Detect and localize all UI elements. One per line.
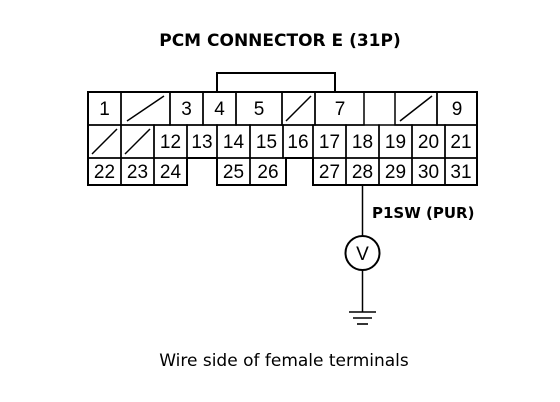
- pin-label-7: 7: [335, 99, 346, 120]
- pin-label-13: 13: [191, 132, 212, 153]
- diagram-title: PCM CONNECTOR E (31P): [159, 31, 401, 51]
- pin-label-23: 23: [127, 162, 148, 183]
- voltmeter-letter: V: [356, 244, 369, 265]
- pin-label-19: 19: [385, 132, 406, 153]
- pin-label-25: 25: [223, 162, 244, 183]
- pin-label-12: 12: [160, 132, 181, 153]
- empty-slot-slash: [91, 128, 118, 155]
- pin-label-4: 4: [214, 99, 225, 120]
- pin-label-24: 24: [160, 162, 182, 183]
- connector-cells: 1 3 4 5 7 9 12 13 14 15 16 17: [87, 91, 478, 186]
- pin-label-21: 21: [450, 132, 471, 153]
- pin-label-29: 29: [385, 162, 406, 183]
- pin-label-5: 5: [254, 99, 265, 120]
- empty-slot-slash: [285, 95, 312, 122]
- pin-label-16: 16: [287, 132, 308, 153]
- pin-label-22: 22: [94, 162, 115, 183]
- wire-label: P1SW (PUR): [372, 204, 474, 222]
- pin-label-20: 20: [418, 132, 439, 153]
- pin-cell-24: [153, 157, 188, 186]
- pin-label-15: 15: [256, 132, 277, 153]
- connector-latch: [216, 72, 336, 93]
- pin-label-18: 18: [352, 132, 373, 153]
- empty-slot-slash: [126, 95, 165, 122]
- pin-label-9: 9: [452, 99, 463, 120]
- pin-label-30: 30: [418, 162, 439, 183]
- pin-label-3: 3: [181, 99, 192, 120]
- pin-label-27: 27: [319, 162, 340, 183]
- empty-slot-slash: [399, 95, 433, 122]
- pin-label-14: 14: [223, 132, 245, 153]
- diagram-caption: Wire side of female terminals: [159, 351, 409, 371]
- ground-icon: [349, 311, 376, 325]
- empty-slot-slash: [124, 128, 151, 155]
- pin-label-31: 31: [450, 162, 471, 183]
- pin-label-28: 28: [352, 162, 373, 183]
- pin-label-17: 17: [319, 132, 340, 153]
- pin-label-26: 26: [257, 162, 278, 183]
- pin-label-1: 1: [99, 99, 110, 120]
- pin-cell-31: [444, 157, 478, 186]
- pin-cell-26: [249, 157, 287, 186]
